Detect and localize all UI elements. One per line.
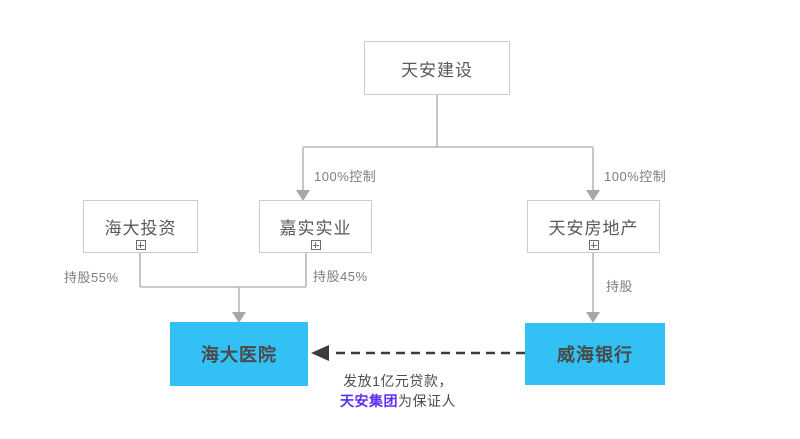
expand-icon[interactable]	[588, 240, 599, 250]
arrowhead-industry	[296, 190, 310, 201]
loan-annotation-line2: 天安集团为保证人	[318, 391, 478, 411]
node-label: 海大医院	[201, 345, 277, 365]
edge-label-100-control-left: 100%控制	[314, 169, 377, 184]
loan-annotation-line2-rest: 为保证人	[398, 393, 456, 409]
node-haida-hospital[interactable]: 海大医院	[170, 322, 308, 386]
arrowhead-bank	[586, 312, 600, 323]
expand-icon[interactable]	[135, 240, 146, 250]
node-label: 天安房地产	[548, 219, 639, 238]
node-tianan-construction[interactable]: 天安建设	[364, 41, 510, 95]
loan-arrowhead	[311, 345, 329, 361]
edge-label-100-control-right: 100%控制	[604, 169, 667, 184]
edge-label-stake: 持股	[606, 279, 634, 294]
node-label: 天安建设	[401, 60, 473, 80]
loan-guarantor-link[interactable]: 天安集团	[340, 393, 398, 409]
node-label: 嘉实实业	[279, 219, 352, 238]
arrowhead-hospital	[232, 312, 246, 323]
node-weihai-bank[interactable]: 威海银行	[525, 323, 665, 385]
node-label: 海大投资	[104, 219, 177, 238]
node-tianan-realestate[interactable]: 天安房地产	[527, 200, 660, 253]
node-jiashi-industry[interactable]: 嘉实实业	[259, 200, 372, 253]
node-haida-investment[interactable]: 海大投资	[83, 200, 198, 253]
node-label: 威海银行	[557, 345, 633, 365]
edge-label-stake-45: 持股45%	[313, 269, 368, 284]
loan-annotation: 发放1亿元贷款， 天安集团为保证人	[318, 371, 478, 411]
expand-icon[interactable]	[310, 240, 321, 250]
arrowhead-estate	[586, 190, 600, 201]
loan-annotation-line1: 发放1亿元贷款，	[343, 373, 453, 389]
edge-label-stake-55: 持股55%	[64, 270, 119, 285]
